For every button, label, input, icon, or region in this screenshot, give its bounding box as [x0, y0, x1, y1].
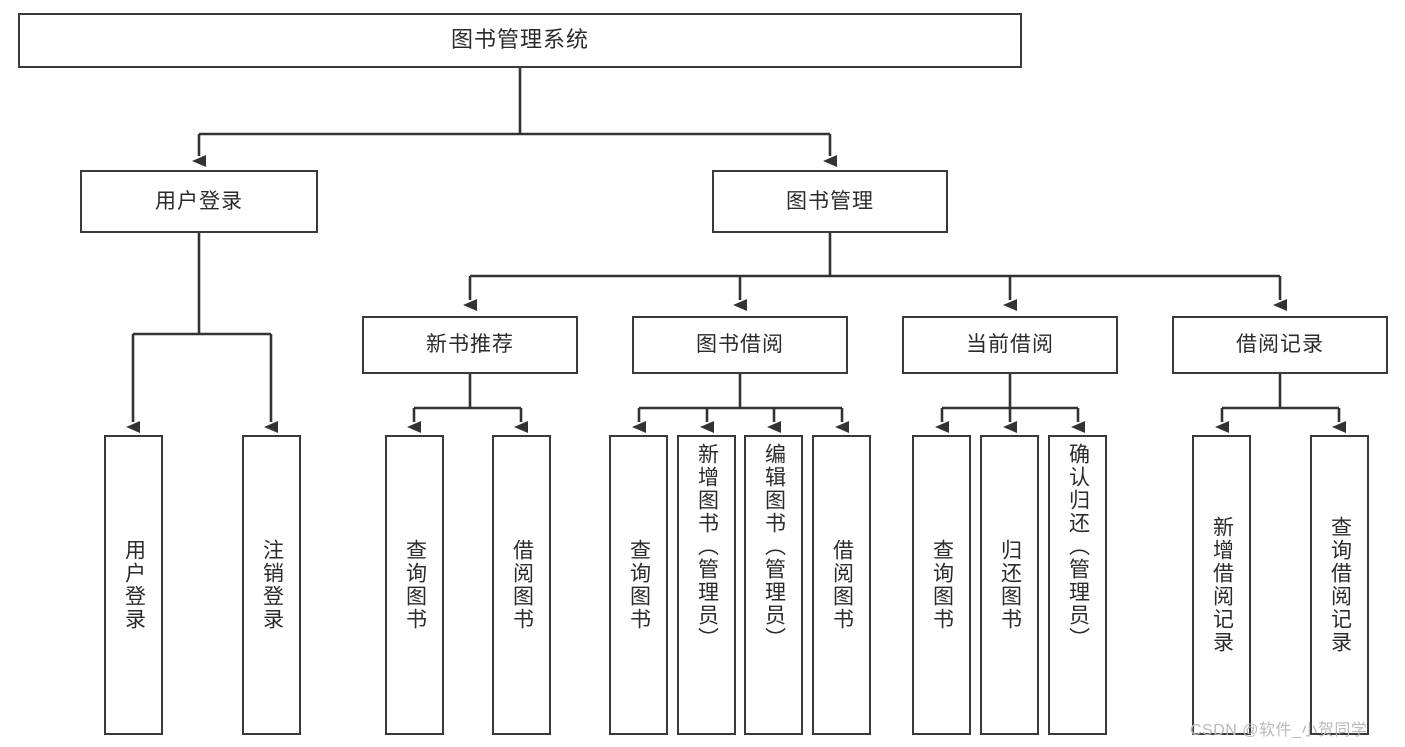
- node-user-login[interactable]: 用户登录: [80, 170, 318, 233]
- node-leaf-confirm-return[interactable]: 确认归还（管理员）: [1048, 435, 1107, 735]
- node-leaf-query-book-1[interactable]: 查询图书: [385, 435, 444, 735]
- node-leaf-return-book[interactable]: 归还图书: [980, 435, 1039, 735]
- node-leaf-confirm-return-label: 确认归还（管理员）: [1066, 443, 1090, 650]
- node-leaf-add-book-label: 新增图书（管理员）: [695, 443, 719, 650]
- node-leaf-borrow-book-1-label: 借阅图书: [510, 539, 534, 631]
- node-leaf-query-book-3[interactable]: 查询图书: [912, 435, 971, 735]
- node-leaf-logout-label: 注销登录: [260, 539, 284, 631]
- node-leaf-add-book[interactable]: 新增图书（管理员）: [677, 435, 736, 735]
- node-leaf-user-login-label: 用户登录: [122, 539, 146, 631]
- node-leaf-borrow-book-1[interactable]: 借阅图书: [492, 435, 551, 735]
- node-leaf-add-record-label: 新增借阅记录: [1210, 516, 1234, 654]
- node-user-login-label: 用户登录: [155, 189, 243, 213]
- node-current-borrow-label: 当前借阅: [966, 333, 1054, 357]
- node-leaf-query-book-2-label: 查询图书: [627, 539, 651, 631]
- watermark: CSDN @软件_小贺同学: [1190, 722, 1368, 739]
- node-leaf-query-record[interactable]: 查询借阅记录: [1310, 435, 1369, 735]
- node-root-label: 图书管理系统: [450, 27, 589, 53]
- node-leaf-query-book-3-label: 查询图书: [930, 539, 954, 631]
- node-borrow-record-label: 借阅记录: [1236, 333, 1324, 357]
- node-leaf-query-book-2[interactable]: 查询图书: [609, 435, 668, 735]
- node-leaf-query-record-label: 查询借阅记录: [1328, 516, 1352, 654]
- node-current-borrow[interactable]: 当前借阅: [902, 316, 1118, 374]
- node-book-manage-label: 图书管理: [786, 189, 874, 213]
- node-leaf-query-book-1-label: 查询图书: [403, 539, 427, 631]
- node-new-book-recommend-label: 新书推荐: [426, 333, 514, 357]
- node-book-borrow-label: 图书借阅: [696, 333, 784, 357]
- node-leaf-return-book-label: 归还图书: [998, 539, 1022, 631]
- node-leaf-borrow-book-2[interactable]: 借阅图书: [812, 435, 871, 735]
- node-leaf-edit-book-label: 编辑图书（管理员）: [762, 443, 786, 650]
- node-book-manage[interactable]: 图书管理: [712, 170, 948, 233]
- node-leaf-edit-book[interactable]: 编辑图书（管理员）: [744, 435, 803, 735]
- node-leaf-user-login[interactable]: 用户登录: [104, 435, 163, 735]
- node-borrow-record[interactable]: 借阅记录: [1172, 316, 1388, 374]
- node-new-book-recommend[interactable]: 新书推荐: [362, 316, 578, 374]
- node-root[interactable]: 图书管理系统: [18, 13, 1022, 68]
- node-leaf-add-record[interactable]: 新增借阅记录: [1192, 435, 1251, 735]
- node-book-borrow[interactable]: 图书借阅: [632, 316, 848, 374]
- node-leaf-logout[interactable]: 注销登录: [242, 435, 301, 735]
- node-leaf-borrow-book-2-label: 借阅图书: [830, 539, 854, 631]
